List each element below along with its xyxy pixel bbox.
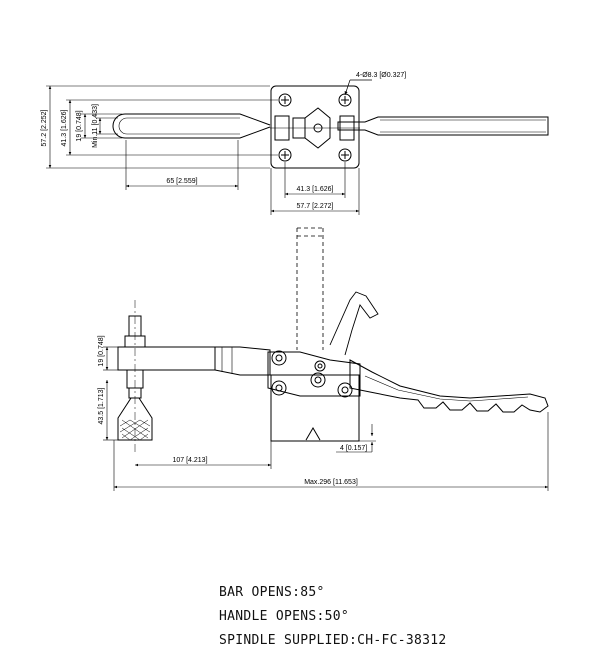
dim-overall-height-label: 57.2 [2.252] [41, 109, 48, 146]
side-bar [117, 346, 216, 371]
note-handle-opens: HANDLE OPENS:50° [219, 609, 350, 624]
top-handle [337, 116, 549, 136]
dim-base-width-label: 57.7 [2.272] [297, 203, 334, 210]
side-handle [349, 359, 549, 413]
top-view-dimensions [46, 85, 360, 215]
dim-max-length-label: Max.296 [11.653] [304, 479, 358, 486]
dim-hole-spacing-label: 41.3 [1.626] [297, 186, 334, 193]
top-base-plate [270, 85, 360, 169]
note-bar-opens: BAR OPENS:85° [219, 585, 325, 600]
mounting-holes [278, 93, 352, 162]
dim-base-offset-label: 4 [0.157] [340, 445, 367, 452]
hole-callout-label: 4-Ø8.3 [Ø0.327] [356, 72, 406, 79]
top-bar-loop [112, 113, 271, 139]
dim-spindle-height-label: 43.5 [1.713] [98, 387, 105, 424]
dim-bar-height-label: 19 [0.748] [98, 335, 105, 366]
side-view [117, 227, 549, 455]
side-base-block [270, 374, 360, 442]
dim-bar-width-label: 19 [0.748] [76, 110, 83, 141]
top-view [112, 79, 549, 169]
dim-handle-width-label: 41.3 [1.626] [61, 109, 68, 146]
dim-bar-length-label: 65 [2.559] [166, 178, 197, 185]
dim-reach-label: 107 [4.213] [172, 457, 207, 464]
spindle [117, 300, 153, 455]
note-spindle: SPINDLE SUPPLIED:CH-FC-38312 [219, 633, 447, 648]
side-view-dimensions [103, 346, 549, 491]
handle-open-outline [329, 291, 379, 356]
dim-min-gap-label: Min.11 [0.433] [92, 104, 99, 148]
